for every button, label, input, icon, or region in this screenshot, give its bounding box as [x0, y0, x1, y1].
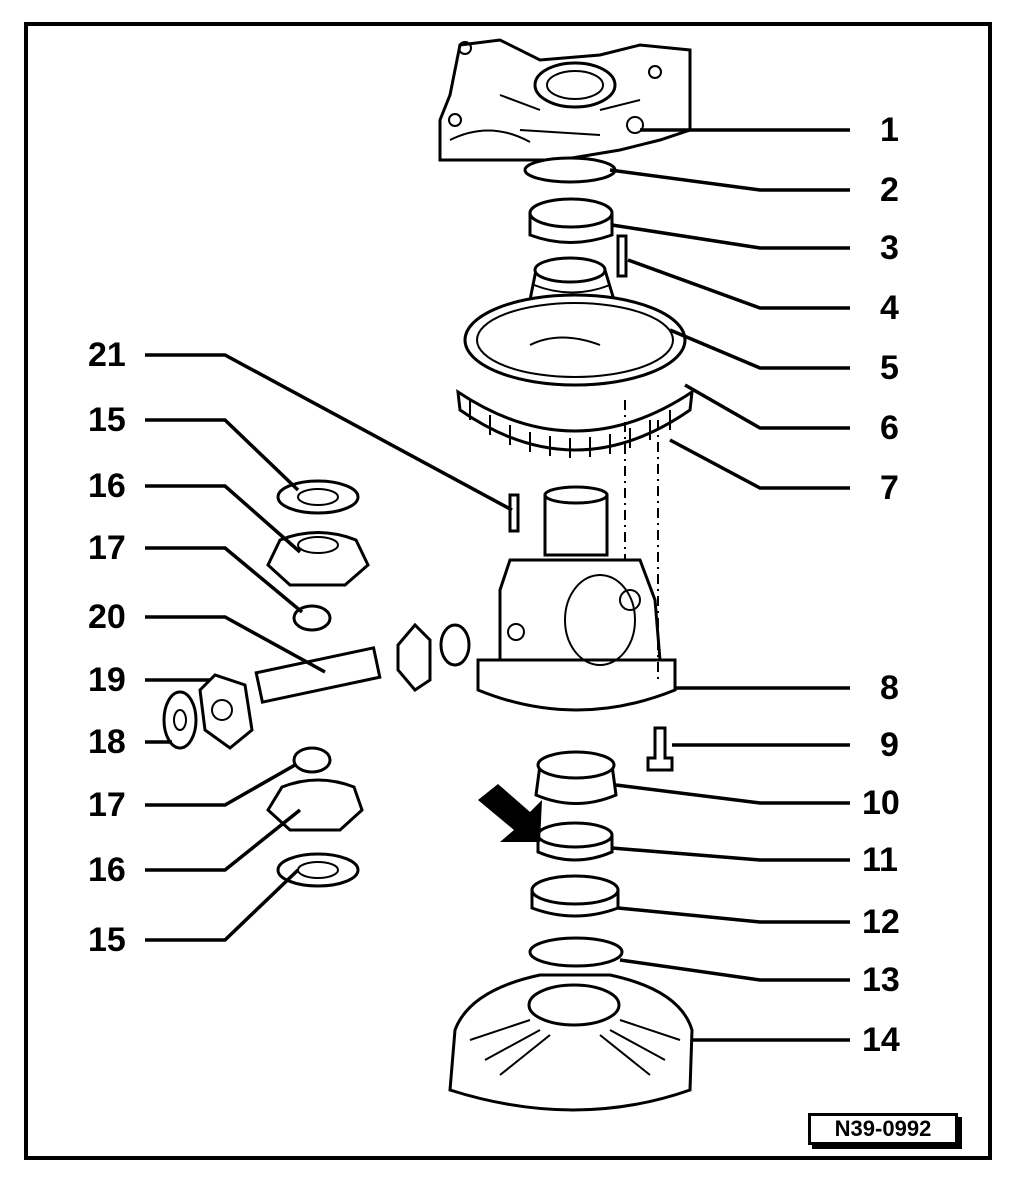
part-21-dowel [508, 493, 520, 533]
callout-16-bottom: 16 [88, 851, 126, 889]
callout-12: 12 [862, 903, 900, 941]
part-19-planet-gear [198, 673, 254, 750]
callout-15-bottom: 15 [88, 921, 126, 959]
callout-7: 7 [880, 469, 899, 507]
callout-20: 20 [88, 598, 126, 636]
callout-10: 10 [862, 784, 900, 822]
part-13-o-ring [528, 936, 624, 968]
part-12-outer-race [530, 874, 620, 918]
part-1-gearbox-housing [438, 38, 692, 162]
part-18-thrust-washer-left [162, 690, 198, 750]
part-11-bush [536, 821, 614, 862]
callout-15-top: 15 [88, 401, 126, 439]
callout-3: 3 [880, 229, 899, 267]
callout-17-top: 17 [88, 529, 126, 567]
callout-14: 14 [862, 1021, 900, 1059]
part-8-differential-housing [476, 485, 677, 712]
part-16-side-gear-top [266, 531, 370, 587]
part-17-threaded-piece-top [292, 604, 332, 632]
leader-lines-left [145, 353, 513, 942]
callout-19: 19 [88, 661, 126, 699]
part-14-cover [448, 973, 694, 1112]
part-20-shaft [254, 646, 382, 704]
leader-lines-right [609, 128, 850, 1042]
callout-5: 5 [880, 349, 899, 387]
callout-6: 6 [880, 409, 899, 447]
callout-16-top: 16 [88, 467, 126, 505]
callout-18: 18 [88, 723, 126, 761]
part-17-threaded-piece-bottom [292, 746, 332, 774]
part-9-bolt [646, 726, 674, 772]
callout-9: 9 [880, 726, 899, 764]
callout-4: 4 [880, 289, 899, 327]
part-3-outer-race [528, 197, 614, 244]
part-4-dowel-sleeve [616, 234, 628, 278]
callout-13: 13 [862, 961, 900, 999]
part-2-o-ring [523, 156, 617, 184]
callout-1: 1 [880, 111, 899, 149]
callout-8: 8 [880, 669, 899, 707]
callout-11: 11 [862, 841, 898, 879]
part-6-speedometer-ring [463, 293, 687, 387]
direction-arrow-icon [478, 784, 542, 842]
part-10-tapered-bearing [534, 750, 618, 805]
part-15-thrust-washer-top [276, 479, 360, 515]
callout-21: 21 [88, 336, 126, 374]
part-7-crown-wheel [456, 388, 694, 458]
callout-17-bottom: 17 [88, 786, 126, 824]
part-15-thrust-washer-bottom [276, 852, 360, 888]
callout-2: 2 [880, 171, 899, 209]
figure-reference-label: N39-0992 [808, 1113, 958, 1145]
part-19-planet-gear-right [396, 622, 471, 692]
